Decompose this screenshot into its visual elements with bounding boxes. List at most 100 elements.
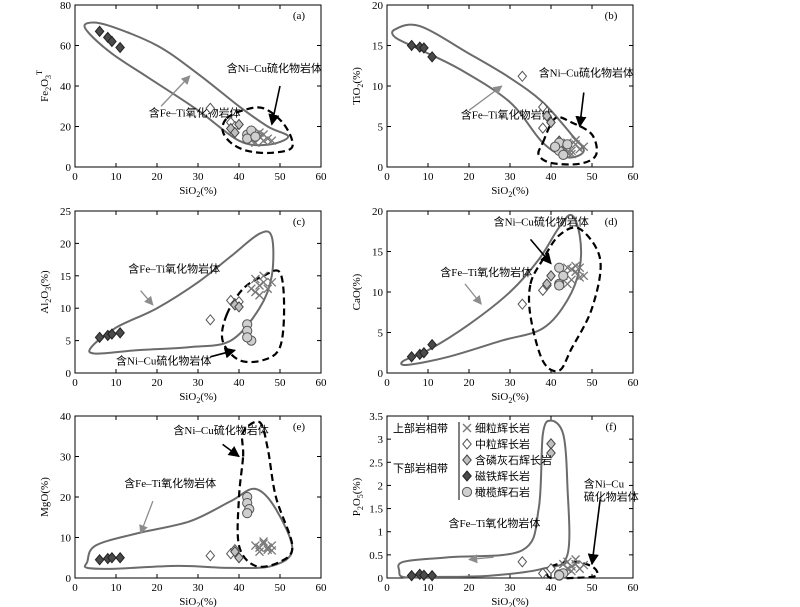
series-diamond-open [517,70,548,134]
diamond-open-point [205,314,216,326]
y-tick-label: 40 [60,411,72,423]
diamond-dark-point [115,327,125,339]
x-tick-label: 30 [193,582,205,594]
legend-diamond-open-point [462,438,472,450]
diamond-dark-point [107,551,117,564]
diamond-light-point [234,551,244,564]
fe-ti-arrow [468,554,494,564]
series-circle [242,491,255,519]
plot-frame [74,4,322,168]
y-tick-label: 1.5 [369,504,383,516]
circle-point [550,141,561,152]
y-axis-title: MgO(%) [39,477,51,517]
cross-point [571,555,581,564]
series-circle [550,137,573,160]
x-tick-label: 50 [587,582,599,594]
series-diamond-dark [406,338,437,363]
diamond-dark-point [94,553,105,566]
legend-cross-point [462,423,472,433]
cross-point [267,546,277,555]
ni-cu-arrow [222,443,240,458]
legend-diamond-dark-point [462,470,472,482]
panel-letter: (a) [293,10,306,22]
diamond-dark-point [406,569,417,582]
y-tick-label: 1 [378,527,384,539]
ni-cu-arrow [210,347,236,359]
y-tick-label: 20 [60,122,72,134]
x-tick-label: 30 [505,377,517,389]
x-axis-title: SiO2(%) [179,391,217,405]
ni-cu-field-label: 含Ni–Cu硫化物岩体 [494,215,589,229]
y-axis-title: Al2O3(%) [39,270,53,314]
fe-ti-field-label: 含Fe–Ti氧化物岩体 [149,105,241,119]
x-axis-title: SiO2(%) [491,391,529,405]
legend-label: 磁铁辉长岩 [475,469,530,483]
diamond-open-point [537,567,548,580]
y-tick-label: 0 [378,162,384,174]
x-tick-label: 40 [234,377,246,389]
diamond-open-point [517,298,528,310]
fe-ti-field-label: 含Fe–Ti氧化物岩体 [461,107,553,121]
cross-point [579,271,589,281]
y-tick-label: 15 [60,271,72,283]
cross-point [259,277,269,287]
diamond-dark-point [406,351,417,363]
y-tick-label: 2.5 [369,457,383,469]
cross-point [567,566,576,576]
y-tick-label: 60 [60,41,72,53]
cross-point [567,264,576,274]
ni-cu-field-label: 含Ni–Cu硫化物岩体 [539,65,634,79]
series-cross [250,537,277,557]
panel-letter: (e) [293,421,306,433]
y-tick-label: 10 [372,287,384,299]
series-diamond-dark [406,39,437,63]
cross-point [250,274,260,284]
y-axis-title: TiO2(%) [351,67,365,105]
x-tick-label: 20 [464,377,476,389]
y-tick-label: 10 [60,303,72,315]
circle-point [558,149,569,160]
y-tick-label: 5 [66,336,72,348]
diamond-dark-point [419,42,429,54]
y-tick-label: 5 [378,122,384,134]
x-axis-title: SiO2(%) [179,185,217,199]
x-tick-label: 60 [316,377,328,389]
diamond-dark-point [419,569,429,582]
diamond-open-point [205,549,216,562]
ni-cu-arrow [529,238,552,265]
diamond-open-point [517,556,528,568]
circle-point [242,508,253,519]
diamond-light-point [546,447,556,459]
diamond-light-point [230,126,240,139]
series-diamond-dark [94,551,125,566]
y-axis-title: CaO(%) [351,273,363,310]
series-diamond-dark [94,25,125,54]
x-tick-label: 60 [628,582,640,594]
fe-ti-field-outline [88,230,275,355]
y-tick-label: 0 [66,573,72,585]
diamond-dark-point [94,331,105,344]
x-tick-label: 10 [111,377,123,389]
diamond-dark-point [115,551,125,564]
x-tick-label: 60 [316,171,328,183]
diamond-dark-point [107,35,117,48]
cross-point [267,277,277,287]
y-tick-label: 5 [378,328,384,340]
cross-point [263,284,273,294]
cross-point [567,149,576,159]
legend-lower-zone: 下部岩相带 [393,461,448,475]
series-circle [242,319,257,346]
x-tick-label: 40 [546,582,558,594]
x-tick-label: 50 [275,582,287,594]
ni-cu-arrow [587,499,601,566]
x-tick-label: 0 [72,582,78,594]
legend-label: 含磷灰石辉长岩 [475,453,552,467]
y-tick-label: 0.5 [369,550,383,562]
y-axis-title: P2O5(%) [351,477,365,516]
x-tick-label: 20 [152,377,164,389]
circle-point [562,139,573,150]
diamond-dark-point [427,338,437,351]
